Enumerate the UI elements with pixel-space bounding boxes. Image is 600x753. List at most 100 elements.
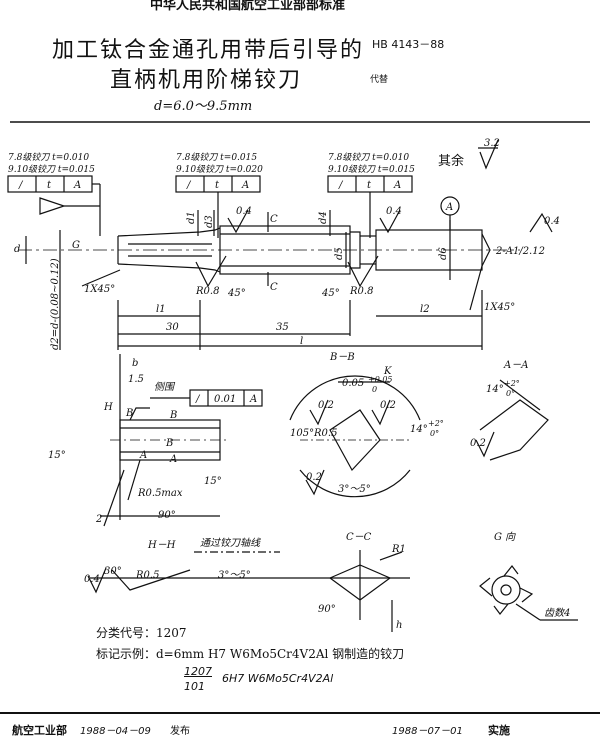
roughness-top-2 <box>379 209 401 234</box>
section-aa-title: A－A <box>503 360 528 371</box>
bb-angle-14: 14° <box>410 424 428 435</box>
ra-center: 0.4 <box>544 216 560 227</box>
hh-angle-30: 30° <box>104 566 122 577</box>
roughness-top-1 <box>227 209 249 234</box>
footer-separator <box>0 712 600 714</box>
tol3-sym: / <box>338 180 344 191</box>
tol-frame-1 <box>7 175 101 236</box>
dim-30: 30 <box>166 322 179 333</box>
classification-code: 分类代号：1207 <box>96 626 187 640</box>
cc-radius: R1 <box>391 544 406 555</box>
label-b-1: B <box>125 408 133 419</box>
tol1-line1: 7.8级铰刀 t=0.010 <box>8 153 90 163</box>
bb-angle-14-tol2: 0° <box>430 429 439 438</box>
aa-angle-14: 14° <box>486 384 504 395</box>
k-tol-upper: +0.05 <box>368 375 393 384</box>
chamfer-right: 1X45° <box>484 302 515 313</box>
cc-h: h <box>396 620 402 631</box>
section-bb-title: B－B <box>329 352 355 363</box>
datum-a: A <box>445 202 453 213</box>
ra-top-1: 0.4 <box>236 206 252 217</box>
section-h-h <box>87 551 320 594</box>
side-edge-label: 侧围 <box>154 381 176 393</box>
dim-l: l <box>300 336 303 347</box>
label-b-3: B <box>165 438 173 449</box>
angle-105: 105° <box>290 428 314 439</box>
ra-top-2: 0.4 <box>386 206 402 217</box>
bb-ra-1: 0.2 <box>318 400 334 411</box>
cc-angle-90: 90° <box>318 604 336 615</box>
tol2-line2: 9.10级铰刀 t=0.020 <box>176 165 263 175</box>
dim-d6: d6 <box>438 247 449 260</box>
tol3-line2: 9.10级铰刀 t=0.015 <box>328 165 415 175</box>
aa-ra: 0.2 <box>470 438 486 449</box>
dim-d1: d1 <box>186 211 197 224</box>
tol1-line2: 9.10级铰刀 t=0.015 <box>8 165 95 175</box>
section-a-a <box>475 379 549 461</box>
view-g-title: G 向 <box>494 531 516 543</box>
standard-organization: 中华人民共和国航空工业部部标准 <box>150 0 346 13</box>
tol-frame-2 <box>175 175 261 238</box>
tol1-sym: / <box>18 180 24 191</box>
marking-designation: 6H7 W6Mo5Cr4V2Al <box>222 672 334 685</box>
tol2-t: t <box>215 180 220 191</box>
dim-d3: d3 <box>204 215 215 228</box>
dim-1-5: 1.5 <box>128 374 144 385</box>
roughness-left <box>195 255 227 288</box>
tol2-line1: 7.8级铰刀 t=0.015 <box>176 153 258 163</box>
radius-right: R0.8 <box>349 286 373 297</box>
dim-d: d <box>14 244 20 255</box>
rest-roughness-label: 其余 <box>438 154 465 169</box>
radius-left: R0.8 <box>195 286 219 297</box>
dim-d2: d2=d-(0.08~0.12) <box>50 258 61 350</box>
marking-fraction-denominator: 101 <box>184 680 205 693</box>
dim-b: b <box>132 358 138 369</box>
dim-35: 35 <box>276 322 289 333</box>
axis-note: 通过铰刀轴线 <box>200 537 261 549</box>
marking-fraction-numerator: 1207 <box>184 665 212 678</box>
tol3-line1: 7.8级铰刀 t=0.010 <box>328 153 410 163</box>
label-h-detail: H <box>103 402 113 413</box>
standard-number: HB 4143－88 <box>372 38 445 51</box>
chamfer-left: 1X45° <box>84 284 115 295</box>
hh-radius: R0.5 <box>135 570 159 581</box>
angle-15-b: 15° <box>204 476 222 487</box>
tol-frame-3 <box>327 175 413 238</box>
dim-d5: d5 <box>334 247 345 260</box>
footer-implement-date: 1988－07－01 <box>392 726 463 737</box>
footer-issuer: 航空工业部 <box>12 724 67 737</box>
detail-left-view <box>100 354 263 527</box>
label-a-1: A <box>139 450 147 461</box>
bb-radius: R0.5 <box>313 428 337 439</box>
k-tol-lower: 0 <box>372 385 377 394</box>
label-b-2: B <box>169 410 177 421</box>
dim-l2: l2 <box>420 304 430 315</box>
hh-angle-3-5: 3°～5° <box>218 570 251 581</box>
section-c-c <box>320 550 410 632</box>
center-hole-symbol <box>529 212 553 233</box>
cut-c-bottom: C <box>270 282 278 293</box>
diameter-range: d=6.0～9.5mm <box>154 99 253 114</box>
tol1-t: t <box>47 180 52 191</box>
datum-triangle <box>39 197 66 215</box>
radius-05max: R0.5max <box>137 488 183 499</box>
marking-example: 标记示例：d=6mm H7 W6Mo5Cr4V2Al 钢制造的铰刀 <box>96 647 405 661</box>
bb-angle-14-tol: +2° <box>428 419 444 428</box>
section-hh-title: H－H <box>147 540 176 551</box>
angle-90-detail: 90° <box>158 510 176 521</box>
tol2-ref: A <box>241 180 249 191</box>
dim-l1: l1 <box>156 304 166 315</box>
bb-ra-2: 0.2 <box>380 400 396 411</box>
tol2-sym: / <box>186 180 192 191</box>
teeth-count: 齿数4 <box>544 607 570 619</box>
tol3-t: t <box>367 180 372 191</box>
cut-c-top: C <box>270 214 278 225</box>
runout-sym: / <box>195 394 201 405</box>
aa-angle-14-tol2: 0° <box>506 389 515 398</box>
footer-issue-date: 1988－04－09 <box>80 726 151 737</box>
drawing-canvas: / t A / t A / t A 3.2 d G d1 d3 d4 d5 d6… <box>7 121 590 632</box>
label-k: K <box>383 366 392 377</box>
view-g <box>479 565 578 621</box>
reamer-body <box>18 225 520 275</box>
footer-publish-label: 发布 <box>170 726 190 737</box>
